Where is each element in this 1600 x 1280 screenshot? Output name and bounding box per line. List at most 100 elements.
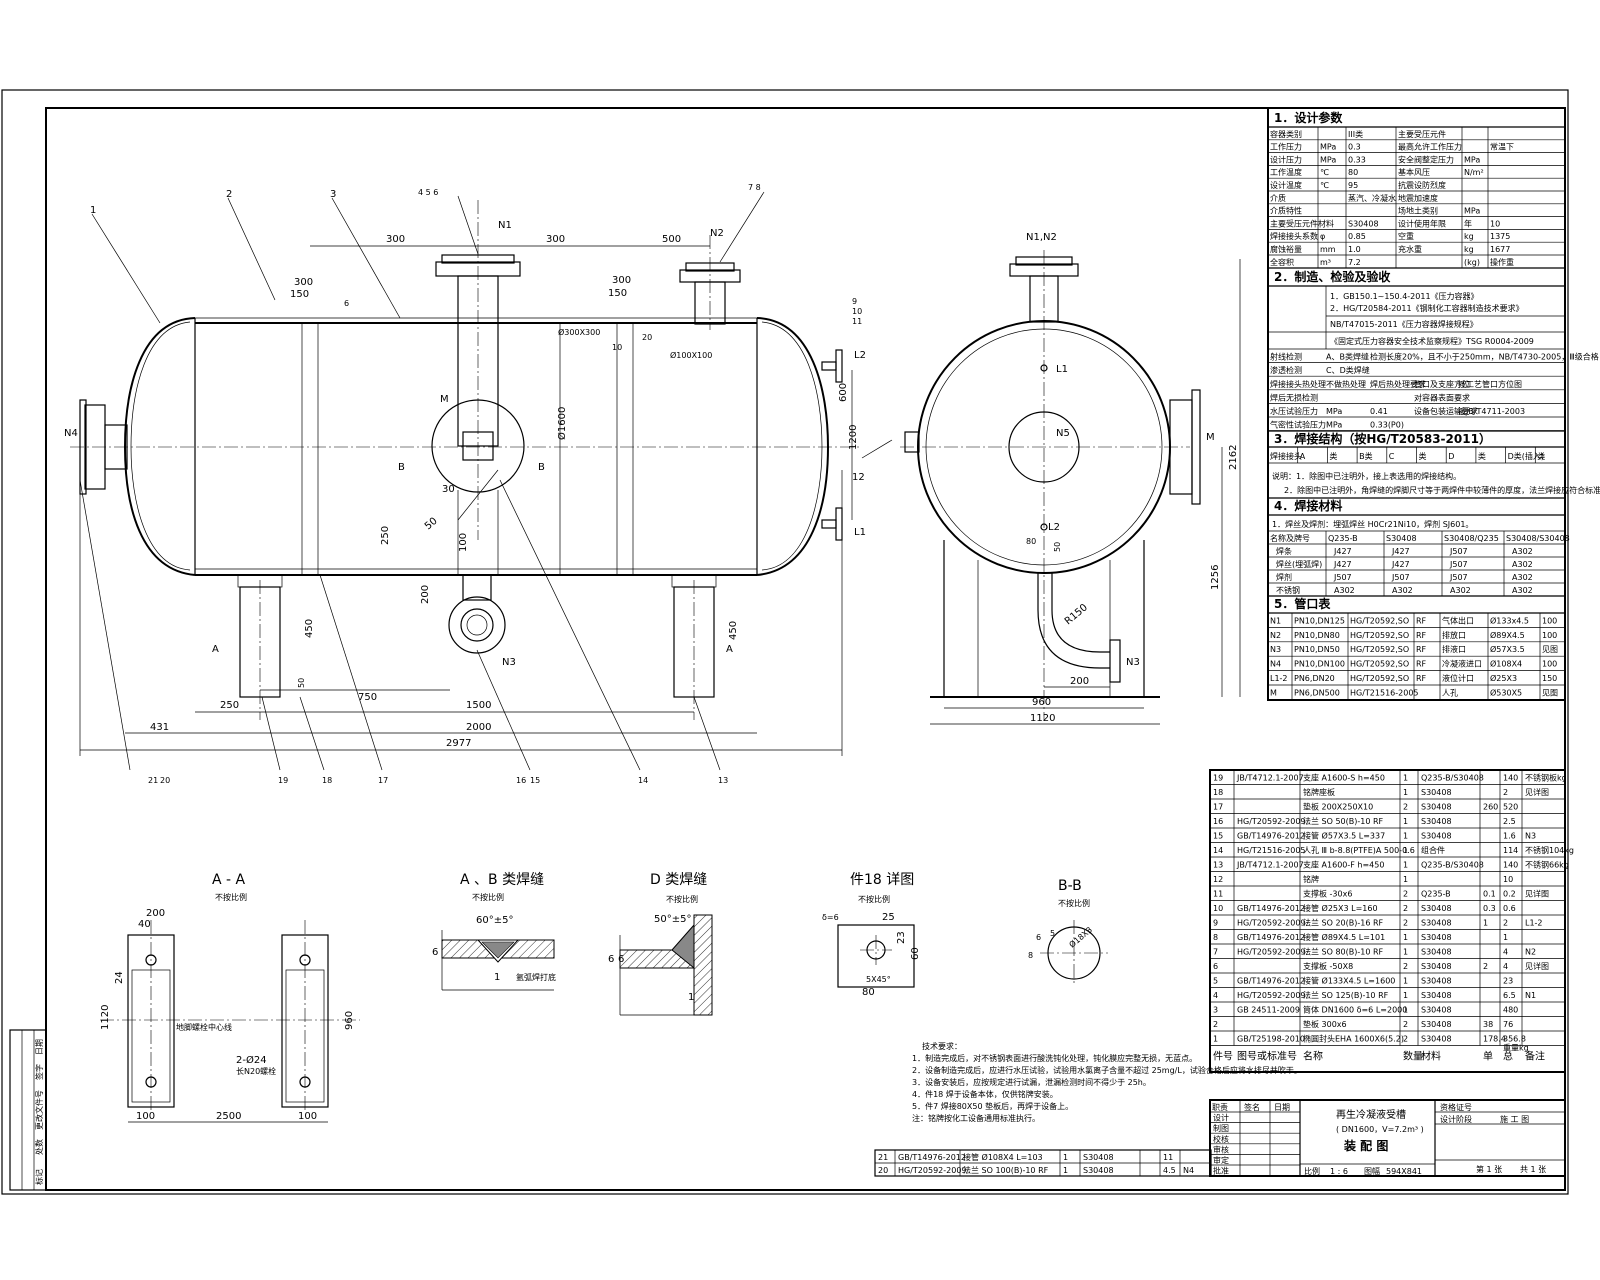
label-n1: N1 xyxy=(498,220,512,231)
parts-cell: 接管 Ø25X3 L=160 xyxy=(1303,903,1378,913)
nozzle-cell: RF xyxy=(1416,616,1427,625)
ndt-cell: A、B类焊缝 xyxy=(1326,352,1369,362)
parts-cell: HG/T20592-2009 xyxy=(1237,919,1306,928)
parts-cell: 1 xyxy=(1403,774,1408,783)
side-dim-960: 960 xyxy=(1032,697,1051,708)
side-label-n3: N3 xyxy=(1126,657,1140,668)
dp-cell: 设计使用年限 xyxy=(1398,218,1446,228)
tech-title: 技术要求： xyxy=(922,1041,962,1051)
parts-cell: 接管 Ø89X4.5 L=101 xyxy=(1303,932,1385,942)
tb-role: 设计 xyxy=(1213,1113,1229,1123)
dim-mid-300: 300 xyxy=(612,275,631,286)
ndt-cell: C、D类焊缝 xyxy=(1326,365,1370,375)
dim-b1500: 1500 xyxy=(466,700,491,711)
parts-cell: 178.4 xyxy=(1483,1035,1506,1044)
aa-dim-2500: 2500 xyxy=(216,1111,241,1122)
parts-cell: 114 xyxy=(1503,846,1518,855)
nozzle-cell: M xyxy=(1270,688,1277,697)
dp-cell: 1.0 xyxy=(1348,245,1361,254)
weld-mat-cell: A302 xyxy=(1512,547,1533,556)
parts-cell: 10 xyxy=(1213,904,1223,913)
ndt-cell: 不做热处理 xyxy=(1326,379,1366,389)
parts-cell: N3 xyxy=(1525,832,1536,841)
detail-aa: A - A 不按比例 地脚螺栓中心线 200 40 24 1120 960 2-… xyxy=(100,872,360,1123)
tb-role: 批准 xyxy=(1213,1166,1229,1176)
parts-cell: 12 xyxy=(1213,875,1223,884)
aa-dim-100a: 100 xyxy=(136,1111,155,1122)
weld-d-angle: 50°±5° xyxy=(654,914,691,925)
parts-cell: 1 xyxy=(1403,991,1408,1000)
parts-cell: GB/T14976-2012 xyxy=(1237,933,1305,942)
ndt-cell: 对容器表面要求 xyxy=(1414,392,1470,402)
dp-cell: kg xyxy=(1464,245,1474,254)
parts-cell: 2 xyxy=(1503,788,1508,797)
parts-cell: 2 xyxy=(1483,962,1488,971)
callout-9: 9 xyxy=(852,297,857,306)
side-label-m: M xyxy=(1206,432,1215,443)
weld-mat-header: 名称及牌号 xyxy=(1270,533,1310,543)
dim-b750: 750 xyxy=(358,692,377,703)
nozzle-cell: 100 xyxy=(1542,616,1557,625)
tech-line-1: 1．制造完成后，对不锈钢表面进行酸洗钝化处理，钝化膜应完整无损，无蓝点。 xyxy=(912,1053,1197,1063)
parts-extra-cell: GB/T14976-2012 xyxy=(898,1153,966,1162)
parts-cell: 1 xyxy=(1403,977,1408,986)
dp-cell: 1677 xyxy=(1490,245,1510,254)
weld-mat-cell: J427 xyxy=(1391,560,1410,569)
weld-mat-cell: J427 xyxy=(1333,547,1352,556)
parts-extra-cell: 1 xyxy=(1063,1153,1068,1162)
nozzle-cell: L1-2 xyxy=(1270,674,1288,683)
manhole-circle xyxy=(431,399,525,493)
section-mark-a2: A xyxy=(726,644,733,655)
nozzle-cell: 100 xyxy=(1542,660,1557,669)
weld-ab-label: 氩弧焊打底 xyxy=(516,972,556,982)
section-mark-a1: A xyxy=(212,644,219,655)
parts-cell: 支座 A1600-F h=450 xyxy=(1303,860,1384,870)
parts-cell: 2 xyxy=(1403,803,1408,812)
nozzle-cell: PN10,DN125 xyxy=(1294,616,1345,625)
part18-dim-23: 23 xyxy=(896,931,907,944)
label-l2: L2 xyxy=(854,350,866,361)
parts-cell: 520 xyxy=(1503,803,1518,812)
parts-cell: S30408 xyxy=(1421,1035,1452,1044)
ndt-cell: 管口及支座方位 xyxy=(1414,379,1470,389)
section-mark-b1: B xyxy=(398,462,405,473)
dp-std-2: 2．HG/T20584-2011《钢制化工容器制造技术要求》 xyxy=(1330,303,1524,313)
parts-cell: 法兰 SO 50(B)-10 RF xyxy=(1303,816,1384,826)
weld-mat-cell: J427 xyxy=(1333,560,1352,569)
parts-cell: 17 xyxy=(1213,803,1223,812)
rev-label-count: 处数 xyxy=(34,1139,44,1155)
parts-cell: 1.6 xyxy=(1503,832,1516,841)
dp-cell: 介质 xyxy=(1270,193,1286,203)
dp-cell: MPa xyxy=(1320,143,1336,152)
part18-dim-d6: δ=6 xyxy=(822,913,839,922)
dim-left-150: 150 xyxy=(290,289,309,300)
parts-extra-cell: S30408 xyxy=(1083,1166,1114,1175)
tech-requirements: 技术要求： 1．制造完成后，对不锈钢表面进行酸洗钝化处理，钝化膜应完整无损，无蓝… xyxy=(912,1041,1302,1123)
side-dim-200: 200 xyxy=(1070,676,1089,687)
parts-cell: 0.6 xyxy=(1503,904,1516,913)
dp-cell: MPa xyxy=(1464,207,1480,216)
nozzle-cell: HG/T20592,SO xyxy=(1350,674,1409,683)
part18-dim-60: 60 xyxy=(910,947,921,960)
weld-d-note: 不按比例 xyxy=(666,894,698,904)
nozzle-cell: N4 xyxy=(1270,660,1281,669)
parts-header-cell: 图号或标准号 xyxy=(1237,1051,1297,1063)
parts-cell: 铭牌座板 xyxy=(1303,787,1335,797)
parts-cell: 10 xyxy=(1503,875,1513,884)
dp-std-4: 《固定式压力容器安全技术监察规程》TSG R0004-2009 xyxy=(1330,336,1534,346)
weld-struct-cell: 类 xyxy=(1419,451,1427,461)
callout-19: 19 xyxy=(278,776,288,785)
parts-cell: 铭牌 xyxy=(1303,874,1319,884)
dim-h200: 200 xyxy=(420,585,431,604)
tech-line-5: 5．件7 焊接80X50 垫板后，再焊于设备上。 xyxy=(912,1101,1073,1111)
nozzle-cell: 气体出口 xyxy=(1442,615,1474,625)
weld-mat-cell: A302 xyxy=(1512,586,1533,595)
nozzle-cell: 人孔 xyxy=(1442,688,1458,697)
callout-20: 20 xyxy=(160,776,170,785)
tech-line-3: 3．设备安装后，应按规定进行试漏，泄漏检测时间不得少于 25h。 xyxy=(912,1077,1151,1087)
tb-size: 594X841 xyxy=(1386,1167,1422,1176)
right-head xyxy=(756,317,830,576)
parts-cell: S30408 xyxy=(1421,1020,1452,1029)
